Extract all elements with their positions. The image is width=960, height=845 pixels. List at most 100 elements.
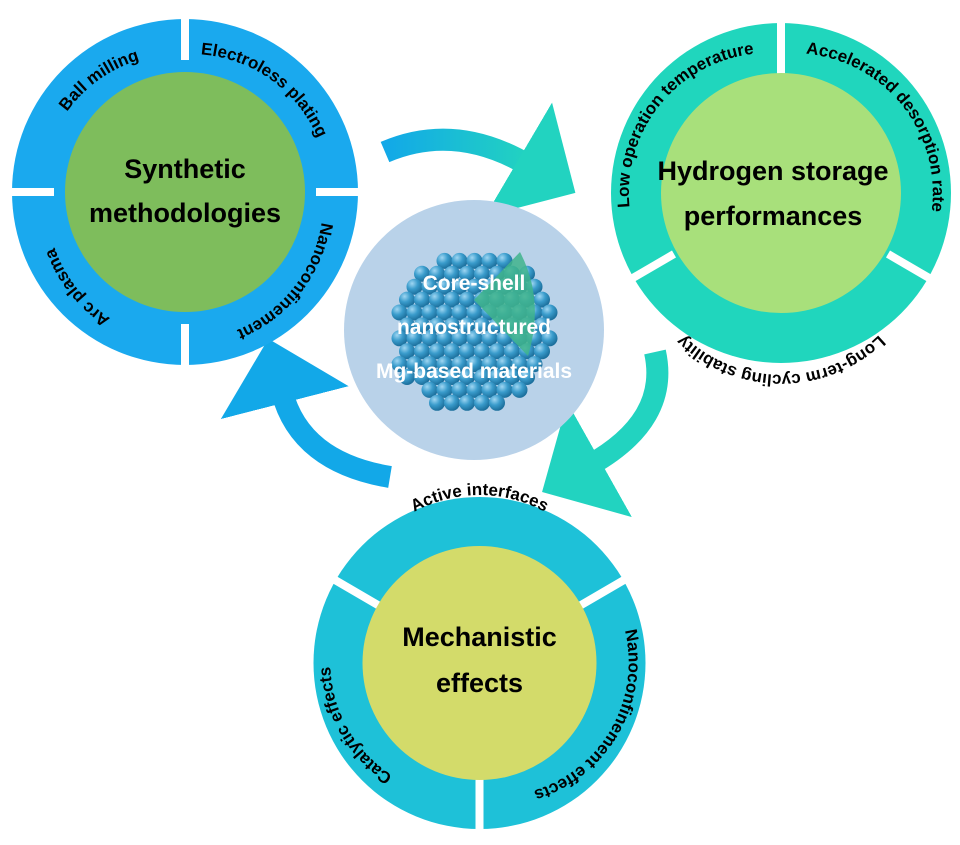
nanosphere-ball bbox=[421, 356, 438, 373]
nanosphere-ball bbox=[474, 394, 490, 411]
nanosphere-ball bbox=[436, 356, 453, 373]
nanosphere-ball bbox=[421, 304, 438, 321]
arrow-mechanistic-to-synthetic bbox=[220, 338, 392, 488]
nanosphere-ball bbox=[481, 356, 498, 373]
nanosphere-ball bbox=[399, 317, 415, 334]
nanosphere-ball bbox=[459, 394, 475, 411]
nanosphere-ball bbox=[451, 278, 468, 295]
nanosphere-ball bbox=[459, 317, 475, 334]
mechanistic-title-line1: Mechanistic bbox=[402, 622, 557, 652]
nanosphere-ball bbox=[414, 343, 430, 360]
cycle-arrows bbox=[220, 102, 669, 518]
nanosphere-ball bbox=[451, 356, 468, 373]
nanosphere-ball bbox=[504, 343, 520, 360]
nanosphere-ball bbox=[391, 304, 408, 321]
nanosphere-ball bbox=[489, 343, 505, 360]
nanosphere-ball bbox=[466, 381, 483, 398]
nanosphere-ball bbox=[444, 343, 460, 360]
core-label-line1: Core-shell bbox=[423, 272, 526, 295]
nanosphere-ball bbox=[474, 343, 490, 360]
nanosphere-ball bbox=[451, 330, 468, 347]
nanosphere-ball bbox=[489, 394, 505, 411]
arrow-hydrogen-to-mechanistic bbox=[542, 349, 669, 518]
nanosphere-ball bbox=[429, 291, 445, 308]
nanosphere-ball bbox=[474, 369, 490, 385]
hydrogen-hub bbox=[661, 73, 901, 313]
nanosphere-ball bbox=[429, 369, 445, 385]
nanosphere-ball bbox=[406, 304, 423, 321]
mechanistic-title-line2: effects bbox=[436, 668, 523, 698]
core-label-line3: Mg-based materials bbox=[376, 360, 572, 383]
nanosphere-ball bbox=[406, 356, 423, 373]
nanosphere-ball bbox=[436, 330, 453, 347]
nanosphere-ball bbox=[406, 330, 423, 347]
nanosphere-ball bbox=[459, 291, 475, 308]
nanosphere-ball bbox=[504, 369, 520, 385]
nanosphere-ball bbox=[511, 381, 528, 398]
synthetic-cluster: Ball milling Electroless plating Nanocon… bbox=[8, 14, 362, 370]
nanosphere-ball bbox=[429, 343, 445, 360]
synthetic-hub bbox=[65, 72, 305, 312]
nanosphere-ball bbox=[541, 304, 558, 321]
nanosphere-ball bbox=[421, 381, 438, 398]
nanosphere-ball bbox=[399, 291, 415, 308]
core-label-line2: nanostructured bbox=[397, 316, 551, 339]
nanosphere-ball bbox=[429, 394, 445, 411]
nanosphere-ball bbox=[414, 369, 430, 385]
nanosphere-ball bbox=[534, 343, 550, 360]
nanosphere-ball bbox=[436, 278, 453, 295]
nanosphere-ball bbox=[466, 278, 483, 295]
nanosphere-ball bbox=[534, 317, 550, 334]
nanosphere-ball bbox=[466, 252, 483, 269]
nanosphere-ball bbox=[414, 291, 430, 308]
nanosphere-ball bbox=[459, 343, 475, 360]
nanosphere-ball bbox=[481, 381, 498, 398]
mechanistic-cluster: Active interfaces Nanoconfinement effect… bbox=[313, 480, 646, 829]
nanosphere-ball bbox=[474, 265, 490, 282]
nanosphere-ball bbox=[466, 356, 483, 373]
nanosphere-ball bbox=[474, 317, 490, 334]
nanosphere-ball bbox=[466, 304, 483, 321]
nanosphere-ball bbox=[399, 343, 415, 360]
nanosphere-ball bbox=[391, 330, 408, 347]
nanosphere-ball bbox=[444, 291, 460, 308]
nanosphere-ball bbox=[436, 381, 453, 398]
nanosphere-core-wedge bbox=[474, 252, 535, 356]
synthetic-title-line1: Synthetic bbox=[124, 154, 246, 184]
nanosphere-ball bbox=[414, 317, 430, 334]
synthetic-title-line2: methodologies bbox=[89, 198, 281, 228]
nanosphere-ball bbox=[451, 304, 468, 321]
nanosphere-ball bbox=[444, 265, 460, 282]
nanosphere-ball bbox=[496, 381, 513, 398]
nanosphere-ball bbox=[444, 369, 460, 385]
nanosphere-ball bbox=[451, 381, 468, 398]
mechanistic-hub bbox=[362, 546, 597, 780]
nanosphere-ball bbox=[406, 278, 423, 295]
synthetic-dividers bbox=[8, 14, 362, 370]
nanosphere-ball bbox=[429, 317, 445, 334]
nanosphere-ball bbox=[444, 317, 460, 334]
arrow-synthetic-to-hydrogen bbox=[380, 102, 576, 217]
nanosphere-ball bbox=[399, 369, 415, 385]
nanosphere-ball bbox=[421, 330, 438, 347]
nanosphere-ball bbox=[466, 330, 483, 347]
nanosphere-ball bbox=[444, 394, 460, 411]
nanosphere-ball bbox=[421, 278, 438, 295]
nanosphere-ball bbox=[436, 304, 453, 321]
nanosphere-ball bbox=[414, 265, 430, 282]
nanosphere-ball bbox=[481, 330, 498, 347]
core-shell-cluster: Core-shell nanostructured Mg-based mater… bbox=[344, 200, 604, 460]
nanosphere-ball bbox=[489, 369, 505, 385]
nanosphere-ball bbox=[519, 369, 535, 385]
hydrogen-dividers bbox=[623, 18, 939, 286]
hydrogen-title-line1: Hydrogen storage bbox=[657, 156, 888, 186]
nanosphere-ball bbox=[534, 291, 550, 308]
nanosphere-ball bbox=[451, 252, 468, 269]
nanosphere-ball bbox=[481, 252, 498, 269]
hydrogen-title-line2: performances bbox=[684, 201, 863, 231]
nanosphere-ball bbox=[526, 356, 543, 373]
mechanistic-dividers bbox=[332, 576, 627, 829]
nanosphere-ball bbox=[429, 265, 445, 282]
